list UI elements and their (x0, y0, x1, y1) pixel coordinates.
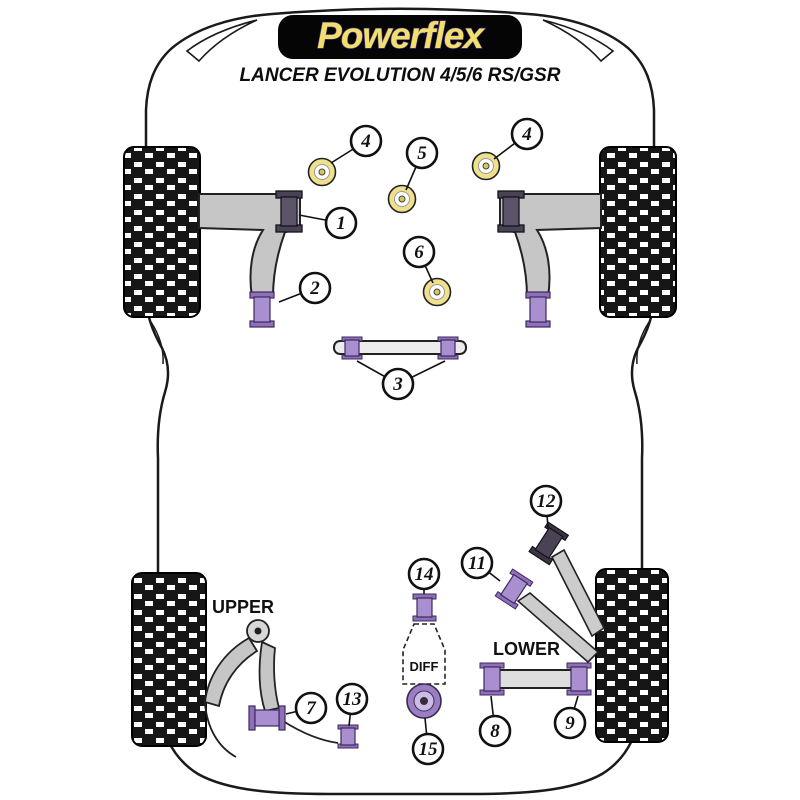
tires (123, 146, 677, 747)
callout-1: 1 (324, 206, 358, 240)
svg-text:5: 5 (417, 143, 427, 164)
svg-text:12: 12 (537, 491, 557, 512)
svg-text:4: 4 (360, 131, 371, 152)
callout-5: 5 (405, 136, 439, 170)
rear-right-tire (595, 568, 669, 743)
callout-14: 14 (407, 557, 441, 591)
arb-bushing-left (341, 336, 363, 360)
callout-4-left: 4 (349, 124, 383, 158)
diff-outline-dashed (402, 623, 446, 685)
svg-text:15: 15 (419, 739, 439, 760)
rear-left-tire (131, 572, 207, 747)
rear-lower-arm (479, 662, 592, 696)
arb-bushing-right (437, 336, 459, 360)
yellow-mount-lower (422, 277, 452, 307)
yellow-mount-right (471, 151, 501, 181)
front-right-tire (599, 146, 677, 318)
powerflex-logo-pill (278, 15, 522, 59)
rear-lower-arm-bushing-9 (566, 662, 592, 696)
svg-text:4: 4 (521, 124, 532, 145)
callout-6: 6 (402, 235, 436, 269)
rear-upper-arm-link-line (204, 702, 237, 758)
rear-upper-arm-bushing-7 (248, 705, 286, 731)
rear-suspension: UPPER DIFF (204, 521, 606, 758)
rear-trailing-arm-12 (550, 548, 606, 638)
callout-12: 12 (529, 484, 563, 518)
svg-text:1: 1 (336, 213, 346, 234)
callout-15: 15 (411, 732, 445, 766)
svg-text:9: 9 (565, 713, 575, 734)
rear-upper-arm-branch-a (204, 636, 259, 708)
svg-text:13: 13 (343, 689, 362, 710)
front-arm-rear-bushing-right (525, 291, 551, 328)
svg-text:11: 11 (468, 553, 486, 574)
powerflex-logo-text: Powerflex (317, 15, 485, 56)
diff-rear-mount-15 (406, 683, 442, 719)
body-crease-left (150, 321, 164, 365)
diff-mount-bushing-14 (412, 593, 437, 622)
yellow-mount-center (387, 184, 417, 214)
front-arm-rear-bushing-left (249, 291, 275, 328)
rear-lower-arm-bushing-8 (479, 662, 505, 696)
svg-text:6: 6 (414, 242, 424, 263)
front-left-tire (123, 146, 201, 318)
callout-3: 3 (381, 367, 415, 401)
rear-arm-bushing-12 (528, 521, 570, 566)
upper-label: UPPER (212, 597, 274, 617)
rear-lateral-link-line (282, 720, 339, 744)
front-anti-roll-bar (333, 336, 467, 360)
callouts: 4 5 4 1 6 2 3 12 (294, 117, 587, 766)
front-arm-front-bushing-left (275, 190, 303, 233)
callout-8: 8 (478, 714, 512, 748)
rear-upper-arm-ball-joint (246, 619, 270, 643)
diff-label: DIFF (410, 659, 439, 674)
rear-trailing-arm-11 (516, 591, 600, 664)
lower-label: LOWER (493, 639, 560, 659)
svg-text:14: 14 (415, 564, 434, 585)
model-title: LANCER EVOLUTION 4/5/6 RS/GSR (240, 65, 561, 86)
callout-13: 13 (335, 682, 369, 716)
rear-link-bushing-13 (337, 724, 359, 749)
front-suspension (198, 151, 602, 360)
callout-9: 9 (553, 706, 587, 740)
rear-arm-bushing-11 (494, 568, 534, 610)
callout-7: 7 (294, 691, 328, 725)
callout-11: 11 (460, 546, 494, 580)
front-arm-front-bushing-right (497, 190, 525, 233)
headlight-line-right (542, 19, 615, 63)
headlight-line-left (185, 19, 258, 63)
callout-2: 2 (298, 271, 332, 305)
svg-text:8: 8 (490, 721, 500, 742)
yellow-mount-left (307, 157, 337, 187)
svg-text:2: 2 (309, 278, 320, 299)
callout-4-right: 4 (510, 117, 544, 151)
body-crease-right (636, 321, 650, 365)
svg-text:7: 7 (306, 698, 317, 719)
svg-text:3: 3 (392, 374, 403, 395)
header: Powerflex LANCER EVOLUTION 4/5/6 RS/GSR (240, 14, 561, 86)
